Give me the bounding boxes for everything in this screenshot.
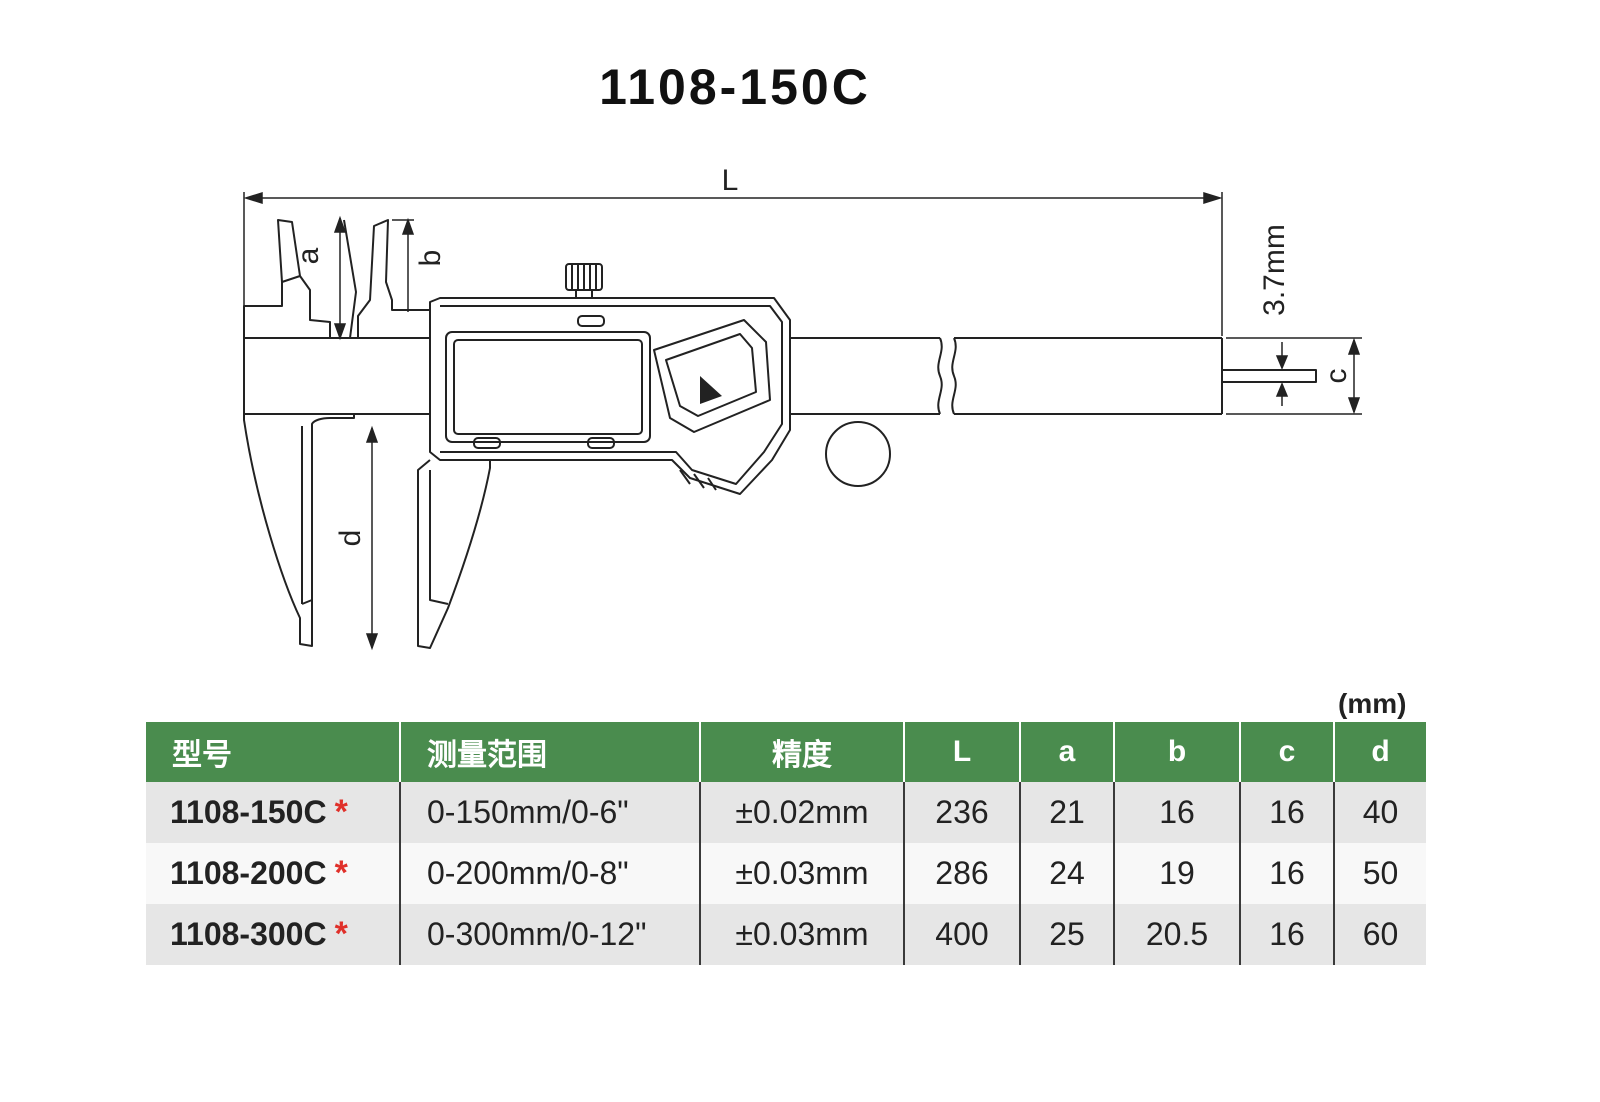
spec-table: 型号 测量范围 精度 L a b c d 1108-150C* 0-150mm/… (146, 722, 1426, 965)
cell-accuracy: ±0.02mm (699, 782, 904, 843)
cell-model: 1108-200C* (146, 843, 400, 904)
cell-c: 16 (1239, 782, 1334, 843)
lcd-screen (453, 339, 643, 435)
cell-range: 0-150mm/0-6" (399, 782, 700, 843)
cell-b: 20.5 (1113, 904, 1240, 965)
dim-label-d: d (334, 530, 367, 547)
cell-L: 286 (903, 843, 1020, 904)
cell-accuracy: ±0.03mm (699, 843, 904, 904)
caliper-drawing: L a b d 3.7mm c (243, 164, 1362, 651)
cell-c: 16 (1239, 843, 1334, 904)
unit-label: (mm) (1338, 688, 1407, 719)
cell-a: 21 (1019, 782, 1114, 843)
cell-b: 19 (1113, 843, 1240, 904)
fixed-lower-jaw (243, 414, 355, 647)
cell-a: 24 (1019, 843, 1114, 904)
cell-c: 16 (1239, 904, 1334, 965)
table-header-row: 型号 测量范围 精度 L a b c d (146, 722, 1426, 782)
dim-label-L: L (722, 164, 739, 197)
cell-d: 40 (1333, 782, 1426, 843)
header-d: d (1333, 722, 1426, 782)
cell-range: 0-300mm/0-12" (399, 904, 700, 965)
star-mark: * (334, 854, 348, 892)
button-panel (653, 319, 771, 433)
cell-b: 16 (1113, 782, 1240, 843)
header-b: b (1113, 722, 1240, 782)
header-a: a (1019, 722, 1114, 782)
header-accuracy: 精度 (699, 722, 904, 782)
depth-rod (1222, 369, 1317, 383)
cell-a: 25 (1019, 904, 1114, 965)
beam-right (790, 337, 940, 415)
model-text: 1108-200C (170, 855, 327, 891)
table-row: 1108-200C* 0-200mm/0-8" ±0.03mm 286 24 1… (146, 843, 1426, 904)
star-mark: * (334, 793, 348, 831)
fixed-upper-jaw (243, 219, 331, 338)
dim-label-b: b (414, 250, 447, 267)
header-model: 型号 (146, 722, 400, 782)
sliding-upper-jaw (357, 219, 430, 338)
cell-model: 1108-150C* (146, 782, 400, 843)
dim-label-depth: 3.7mm (1258, 224, 1291, 316)
model-text: 1108-300C (170, 916, 327, 952)
cell-accuracy: ±0.03mm (699, 904, 904, 965)
header-range: 测量范围 (399, 722, 700, 782)
header-c: c (1239, 722, 1334, 782)
slider-body (429, 297, 791, 495)
star-mark: * (334, 915, 348, 953)
header-L: L (903, 722, 1020, 782)
table-row: 1108-150C* 0-150mm/0-6" ±0.02mm 236 21 1… (146, 782, 1426, 843)
cell-range: 0-200mm/0-8" (399, 843, 700, 904)
cell-model: 1108-300C* (146, 904, 400, 965)
dim-label-a: a (292, 247, 325, 264)
cell-d: 50 (1333, 843, 1426, 904)
cell-L: 400 (903, 904, 1020, 965)
thumb-roller (825, 421, 891, 487)
dim-label-c: c (1320, 369, 1353, 384)
table-row: 1108-300C* 0-300mm/0-12" ±0.03mm 400 25 … (146, 904, 1426, 965)
cell-L: 236 (903, 782, 1020, 843)
model-text: 1108-150C (170, 794, 327, 830)
page-title: 1108-150C (599, 59, 871, 115)
cell-d: 60 (1333, 904, 1426, 965)
sliding-lower-jaw (417, 459, 491, 649)
beam (243, 337, 430, 415)
